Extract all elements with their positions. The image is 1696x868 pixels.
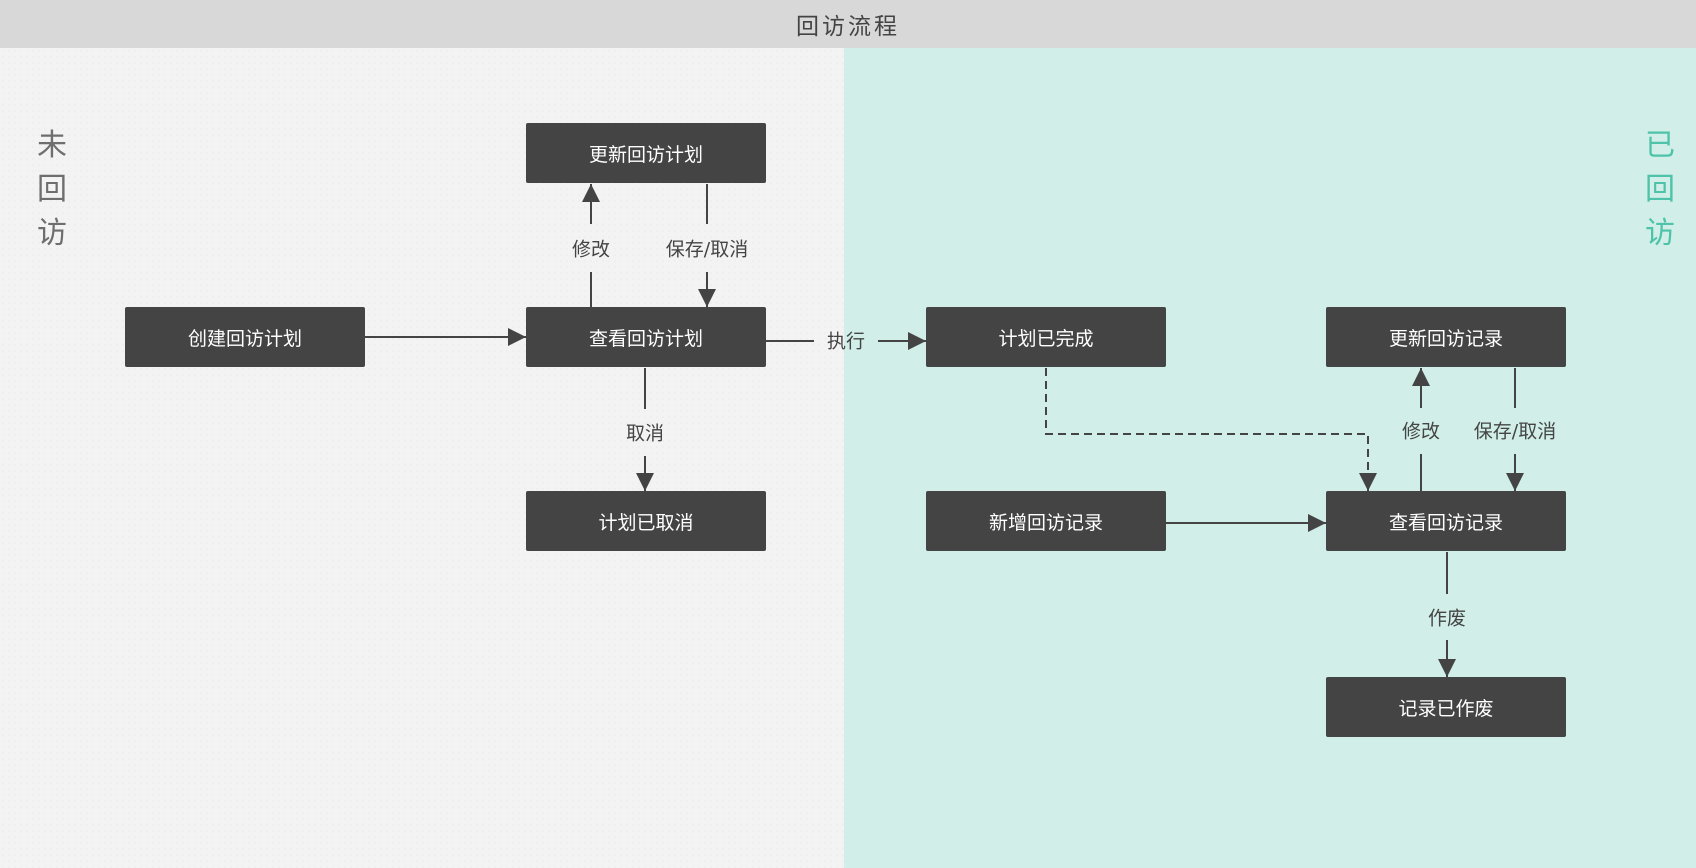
node-create-plan[interactable]: 创建回访计划	[125, 307, 365, 367]
lane-label-char: 回	[37, 172, 67, 207]
lane-label-not-visited: 未 回 访	[32, 124, 72, 256]
edge-label-record-save-cancel: 保存/取消	[1473, 420, 1557, 443]
edge-label-plan-modify: 修改	[571, 238, 611, 261]
edge-label-record-modify: 修改	[1401, 420, 1441, 443]
node-view-plan[interactable]: 查看回访计划	[526, 307, 766, 367]
node-add-record[interactable]: 新增回访记录	[926, 491, 1166, 551]
node-update-plan[interactable]: 更新回访计划	[526, 123, 766, 183]
lane-visited	[844, 48, 1696, 868]
node-view-record[interactable]: 查看回访记录	[1326, 491, 1566, 551]
edge-label-plan-save-cancel: 保存/取消	[665, 238, 749, 261]
lane-label-char: 访	[1645, 216, 1675, 251]
lane-label-char: 访	[37, 216, 67, 251]
page-title: 回访流程	[796, 14, 900, 40]
edge-label-plan-cancel: 取消	[625, 422, 665, 445]
lane-label-char: 回	[1645, 172, 1675, 207]
edge-label-execute: 执行	[826, 330, 866, 353]
node-plan-completed[interactable]: 计划已完成	[926, 307, 1166, 367]
edge-label-record-void: 作废	[1427, 607, 1467, 630]
node-record-voided[interactable]: 记录已作废	[1326, 677, 1566, 737]
page-header: 回访流程	[0, 0, 1696, 48]
node-plan-cancelled[interactable]: 计划已取消	[526, 491, 766, 551]
node-update-record[interactable]: 更新回访记录	[1326, 307, 1566, 367]
lane-label-char: 已	[1645, 128, 1675, 163]
lane-label-char: 未	[37, 128, 67, 163]
lane-not-visited	[0, 48, 844, 868]
lane-label-visited: 已 回 访	[1640, 124, 1680, 256]
